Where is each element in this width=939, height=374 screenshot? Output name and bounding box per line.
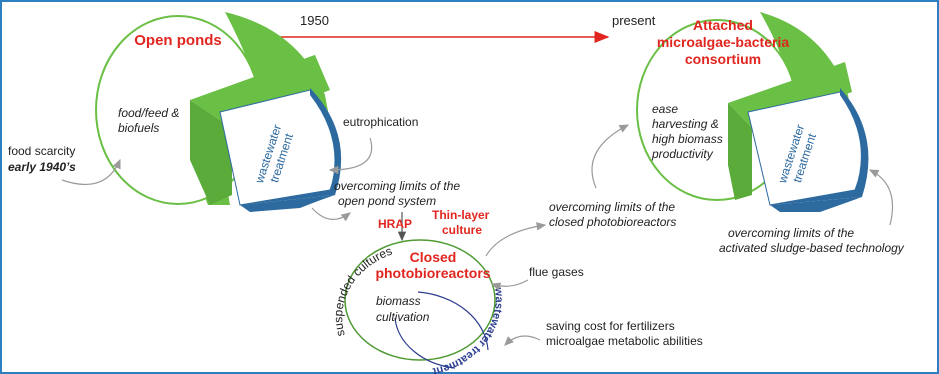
closed-title-line2: photobioreactors (375, 265, 490, 281)
flue-gases-arrow (490, 279, 529, 291)
timeline-start-label: 1950 (300, 13, 329, 28)
early-1940s-label: early 1940’s (8, 160, 76, 174)
sludge-limits-line1: overcoming limits of the (728, 226, 854, 240)
closed-ww-arc-2 (394, 317, 456, 369)
food-scarcity-arrow (61, 158, 121, 186)
closed-limits-line2: closed photobioreactors (549, 215, 676, 229)
attached-ww-blue (770, 88, 869, 205)
open-limits-line1: overcoming limits of the (334, 179, 460, 193)
attached-group: Attached microalgae-bacteria consortium … (636, 12, 869, 212)
saving-cost-label: saving cost for fertilizers (546, 319, 675, 333)
attached-title-line3: consortium (685, 51, 761, 67)
closed-ww-arc-1 (417, 291, 489, 351)
closed-group: Closed photobioreactors biomass cultivat… (331, 239, 505, 374)
open-ponds-title: Open ponds (134, 32, 222, 49)
attached-green-side (728, 103, 752, 200)
closed-limits-arrow-2 (591, 124, 630, 189)
attached-inner-line1: ease (652, 102, 678, 116)
closed-inner-line1: biomass (376, 294, 421, 308)
open-ponds-inner-line2: biofuels (118, 121, 159, 135)
open-ponds-ww-base (240, 195, 335, 212)
attached-ww-base (770, 197, 862, 212)
open-ponds-green-top (190, 55, 330, 128)
closed-circle (344, 239, 496, 361)
closed-limits-arrow-1 (485, 222, 547, 257)
eutrophication-arrow (328, 137, 373, 175)
metabolic-label: microalgae metabolic abilities (546, 334, 703, 348)
attached-title-line2: microalgae-bacteria (657, 34, 789, 50)
sludge-limits-arrow (868, 169, 894, 226)
hrap-label: HRAP (378, 217, 412, 231)
attached-inner-line3: high biomass (652, 132, 723, 146)
timeline-end-label: present (612, 13, 656, 28)
sludge-limits-line2: activated sludge-based technology (719, 241, 905, 255)
open-limits-arrow (311, 207, 351, 222)
eutrophication-label: eutrophication (343, 115, 418, 129)
food-scarcity-label: food scarcity (8, 144, 75, 158)
closed-inner-line2: cultivation (376, 310, 430, 324)
attached-inner-line2: harvesting & (652, 117, 719, 131)
open-ponds-inner-line1: food/feed & (118, 106, 179, 120)
thin-layer-line1: Thin-layer (432, 208, 490, 222)
closed-limits-line1: overcoming limits of the (549, 200, 675, 214)
attached-title-line1: Attached (693, 17, 753, 33)
open-ponds-green-side (190, 100, 232, 205)
metabolic-arrow (504, 335, 541, 346)
thin-layer-line2: culture (442, 223, 482, 237)
attached-inner-line4: productivity (651, 147, 714, 161)
open-ponds-group: Open ponds food/feed & biofuels wastewat… (95, 12, 342, 212)
open-limits-line2: open pond system (338, 194, 436, 208)
closed-title-line1: Closed (410, 249, 457, 265)
flue-gases-label: flue gases (529, 265, 584, 279)
open-ponds-ww-blue (240, 88, 342, 205)
